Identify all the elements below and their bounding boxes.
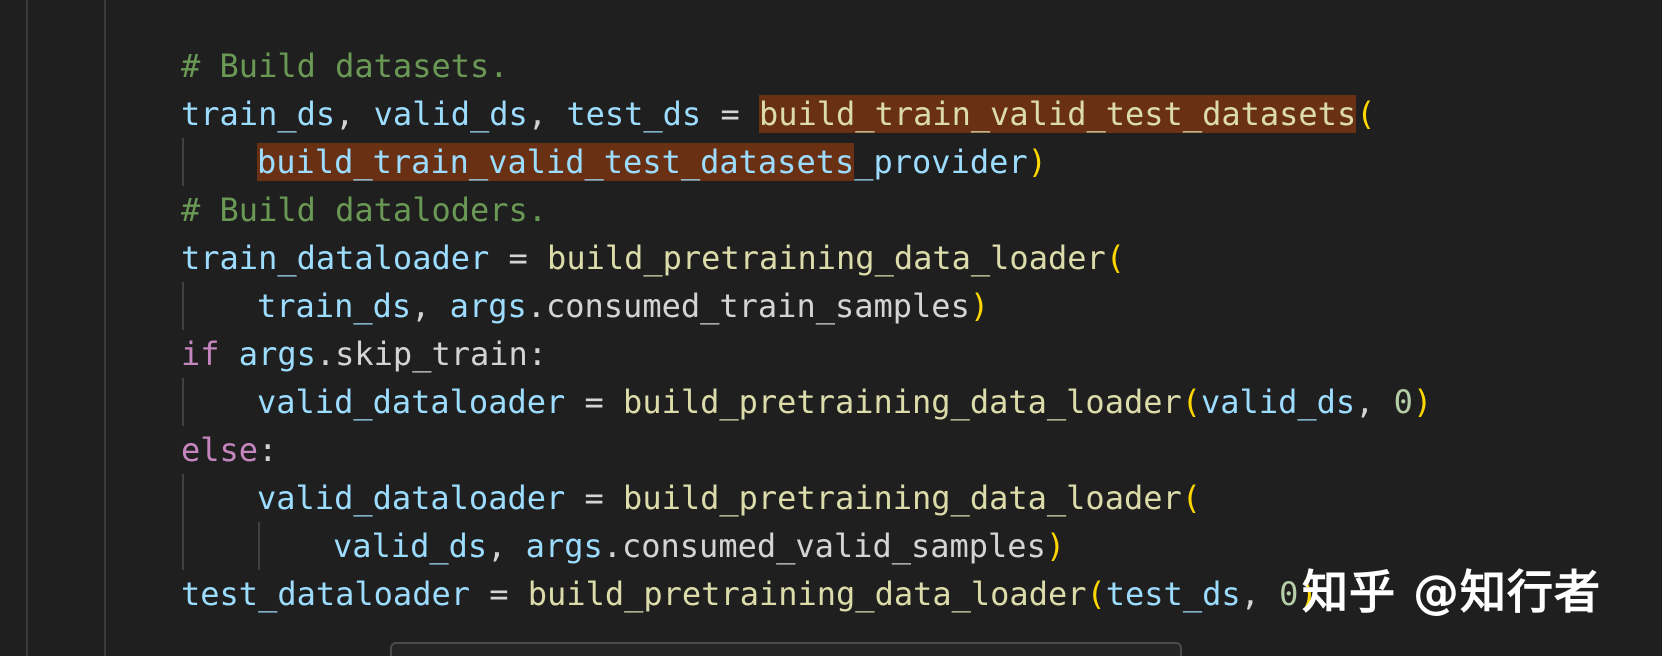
code-token-plain: = (469, 575, 528, 613)
code-token-plain: .consumed_valid_samples (602, 527, 1046, 565)
code-token-var: args (238, 335, 316, 373)
code-token-plain: = (565, 479, 624, 517)
block-indent-guide (182, 282, 184, 330)
code-token-var: train_ds (257, 287, 412, 325)
outer-indent-guide (26, 0, 28, 656)
code-line[interactable]: else: (181, 426, 277, 474)
code-token-plain: .skip_train: (315, 335, 548, 373)
code-token-var: train_dataloader (181, 239, 490, 277)
code-token-num: 0 (1393, 383, 1413, 421)
code-token-paren: ) (1298, 575, 1318, 613)
code-token-var: valid_ds (333, 527, 488, 565)
code-token-plain: = (489, 239, 548, 277)
inner-indent-guide (104, 0, 106, 656)
code-token-fn: build_pretraining_data_loader (527, 575, 1087, 613)
code-token-num: 0 (1279, 575, 1299, 613)
code-token-comment: # Build dataloders. (181, 191, 548, 229)
code-line[interactable]: if args.skip_train: (181, 330, 547, 378)
code-token-paren: ( (1181, 479, 1202, 517)
code-token-var: valid_ds (1201, 383, 1356, 421)
code-line[interactable]: valid_dataloader = build_pretraining_dat… (257, 378, 1432, 426)
code-token-fn: build_pretraining_data_loader (547, 239, 1106, 277)
code-token-kw: else (181, 431, 259, 469)
code-token-paren: ) (1412, 383, 1433, 421)
code-token-var: _provider (854, 143, 1028, 181)
code-line[interactable]: test_dataloader = build_pretraining_data… (181, 570, 1318, 618)
code-line[interactable]: # Build datasets. (181, 42, 509, 90)
code-line[interactable]: # Build dataloders. (181, 186, 547, 234)
code-token-fn: build_train_valid_test_datasets (758, 95, 1357, 133)
code-token-paren: ) (969, 287, 990, 325)
code-token-var: build_train_valid_test_datasets (257, 143, 855, 181)
code-token-plain: = (565, 383, 624, 421)
code-token-fn: build_pretraining_data_loader (623, 479, 1182, 517)
code-token-var: test_ds (566, 95, 702, 133)
block-indent-guide (182, 138, 184, 186)
code-line[interactable]: train_ds, args.consumed_train_samples) (257, 282, 989, 330)
code-token-paren: ( (1181, 383, 1202, 421)
code-token-var: valid_dataloader (257, 383, 566, 421)
code-token-paren: ( (1086, 575, 1106, 613)
zhihu-watermark: 知乎 @知行者 (1302, 565, 1602, 619)
code-line[interactable]: valid_ds, args.consumed_valid_samples) (333, 522, 1065, 570)
code-line[interactable]: train_ds, valid_ds, test_ds = build_trai… (181, 90, 1375, 138)
code-token-var: valid_dataloader (257, 479, 566, 517)
code-token-plain: , (335, 95, 374, 133)
code-token-plain: , (411, 287, 450, 325)
code-token-var: valid_ds (373, 95, 528, 133)
code-token-comment: # Build datasets. (181, 47, 509, 85)
code-token-fn: build_pretraining_data_loader (623, 383, 1182, 421)
code-token-plain: .consumed_train_samples (526, 287, 970, 325)
code-token-kw: if (181, 335, 220, 373)
code-token-plain: , (527, 95, 567, 133)
nested-indent-guide (258, 522, 260, 570)
code-token-var: train_ds (181, 95, 336, 133)
code-token-plain: , (1240, 575, 1280, 613)
code-token-plain: : (258, 431, 278, 469)
code-line[interactable]: valid_dataloader = build_pretraining_dat… (257, 474, 1201, 522)
code-token-var: args (449, 287, 527, 325)
code-token-var: test_ds (1105, 575, 1241, 613)
code-token-plain (220, 335, 239, 373)
code-line[interactable]: train_dataloader = build_pretraining_dat… (181, 234, 1125, 282)
code-token-var: args (525, 527, 603, 565)
code-token-plain: = (701, 95, 759, 133)
code-token-var: test_dataloader (181, 575, 470, 613)
block-indent-guide (182, 378, 184, 426)
code-token-paren: ( (1356, 95, 1376, 133)
code-token-plain: , (487, 527, 526, 565)
code-token-paren: ) (1027, 143, 1047, 181)
code-token-paren: ) (1045, 527, 1066, 565)
code-token-paren: ( (1105, 239, 1126, 277)
suggestion-widget[interactable] (390, 642, 1182, 656)
block-indent-guide (182, 474, 184, 570)
code-token-plain: , (1355, 383, 1394, 421)
code-line[interactable]: build_train_valid_test_datasets_provider… (257, 138, 1047, 186)
